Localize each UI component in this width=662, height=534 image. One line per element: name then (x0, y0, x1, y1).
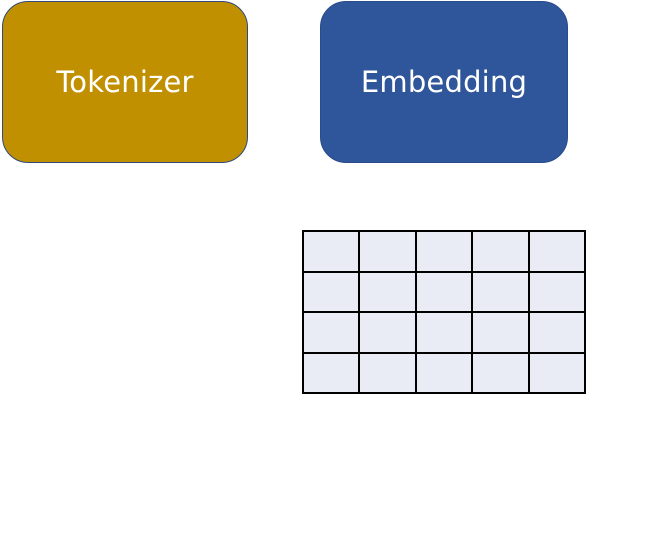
matrix-cell (304, 232, 361, 273)
embedding-box: Embedding (320, 1, 568, 163)
matrix-cell (473, 313, 530, 354)
matrix-cell (360, 353, 417, 394)
embedding-label: Embedding (360, 65, 528, 99)
matrix-cell (416, 353, 474, 394)
matrix-cell (529, 272, 586, 313)
matrix-cell (360, 272, 417, 313)
matrix-cell (529, 313, 586, 354)
tokenizer-box: Tokenizer (2, 1, 248, 163)
matrix-cell (416, 232, 474, 273)
matrix-cell (304, 313, 361, 354)
matrix-cell (416, 313, 474, 354)
matrix-cell (360, 313, 417, 354)
matrix-cell (304, 353, 361, 394)
matrix-cell (360, 232, 417, 273)
matrix-cell (473, 353, 530, 394)
matrix-cell (529, 232, 586, 273)
matrix-cell (529, 353, 586, 394)
matrix-cell (473, 232, 530, 273)
matrix-cell (473, 272, 530, 313)
matrix-cell (416, 272, 474, 313)
matrix-cell (304, 272, 361, 313)
tokenizer-label: Tokenizer (56, 65, 194, 99)
embedding-matrix-grid (302, 230, 586, 394)
